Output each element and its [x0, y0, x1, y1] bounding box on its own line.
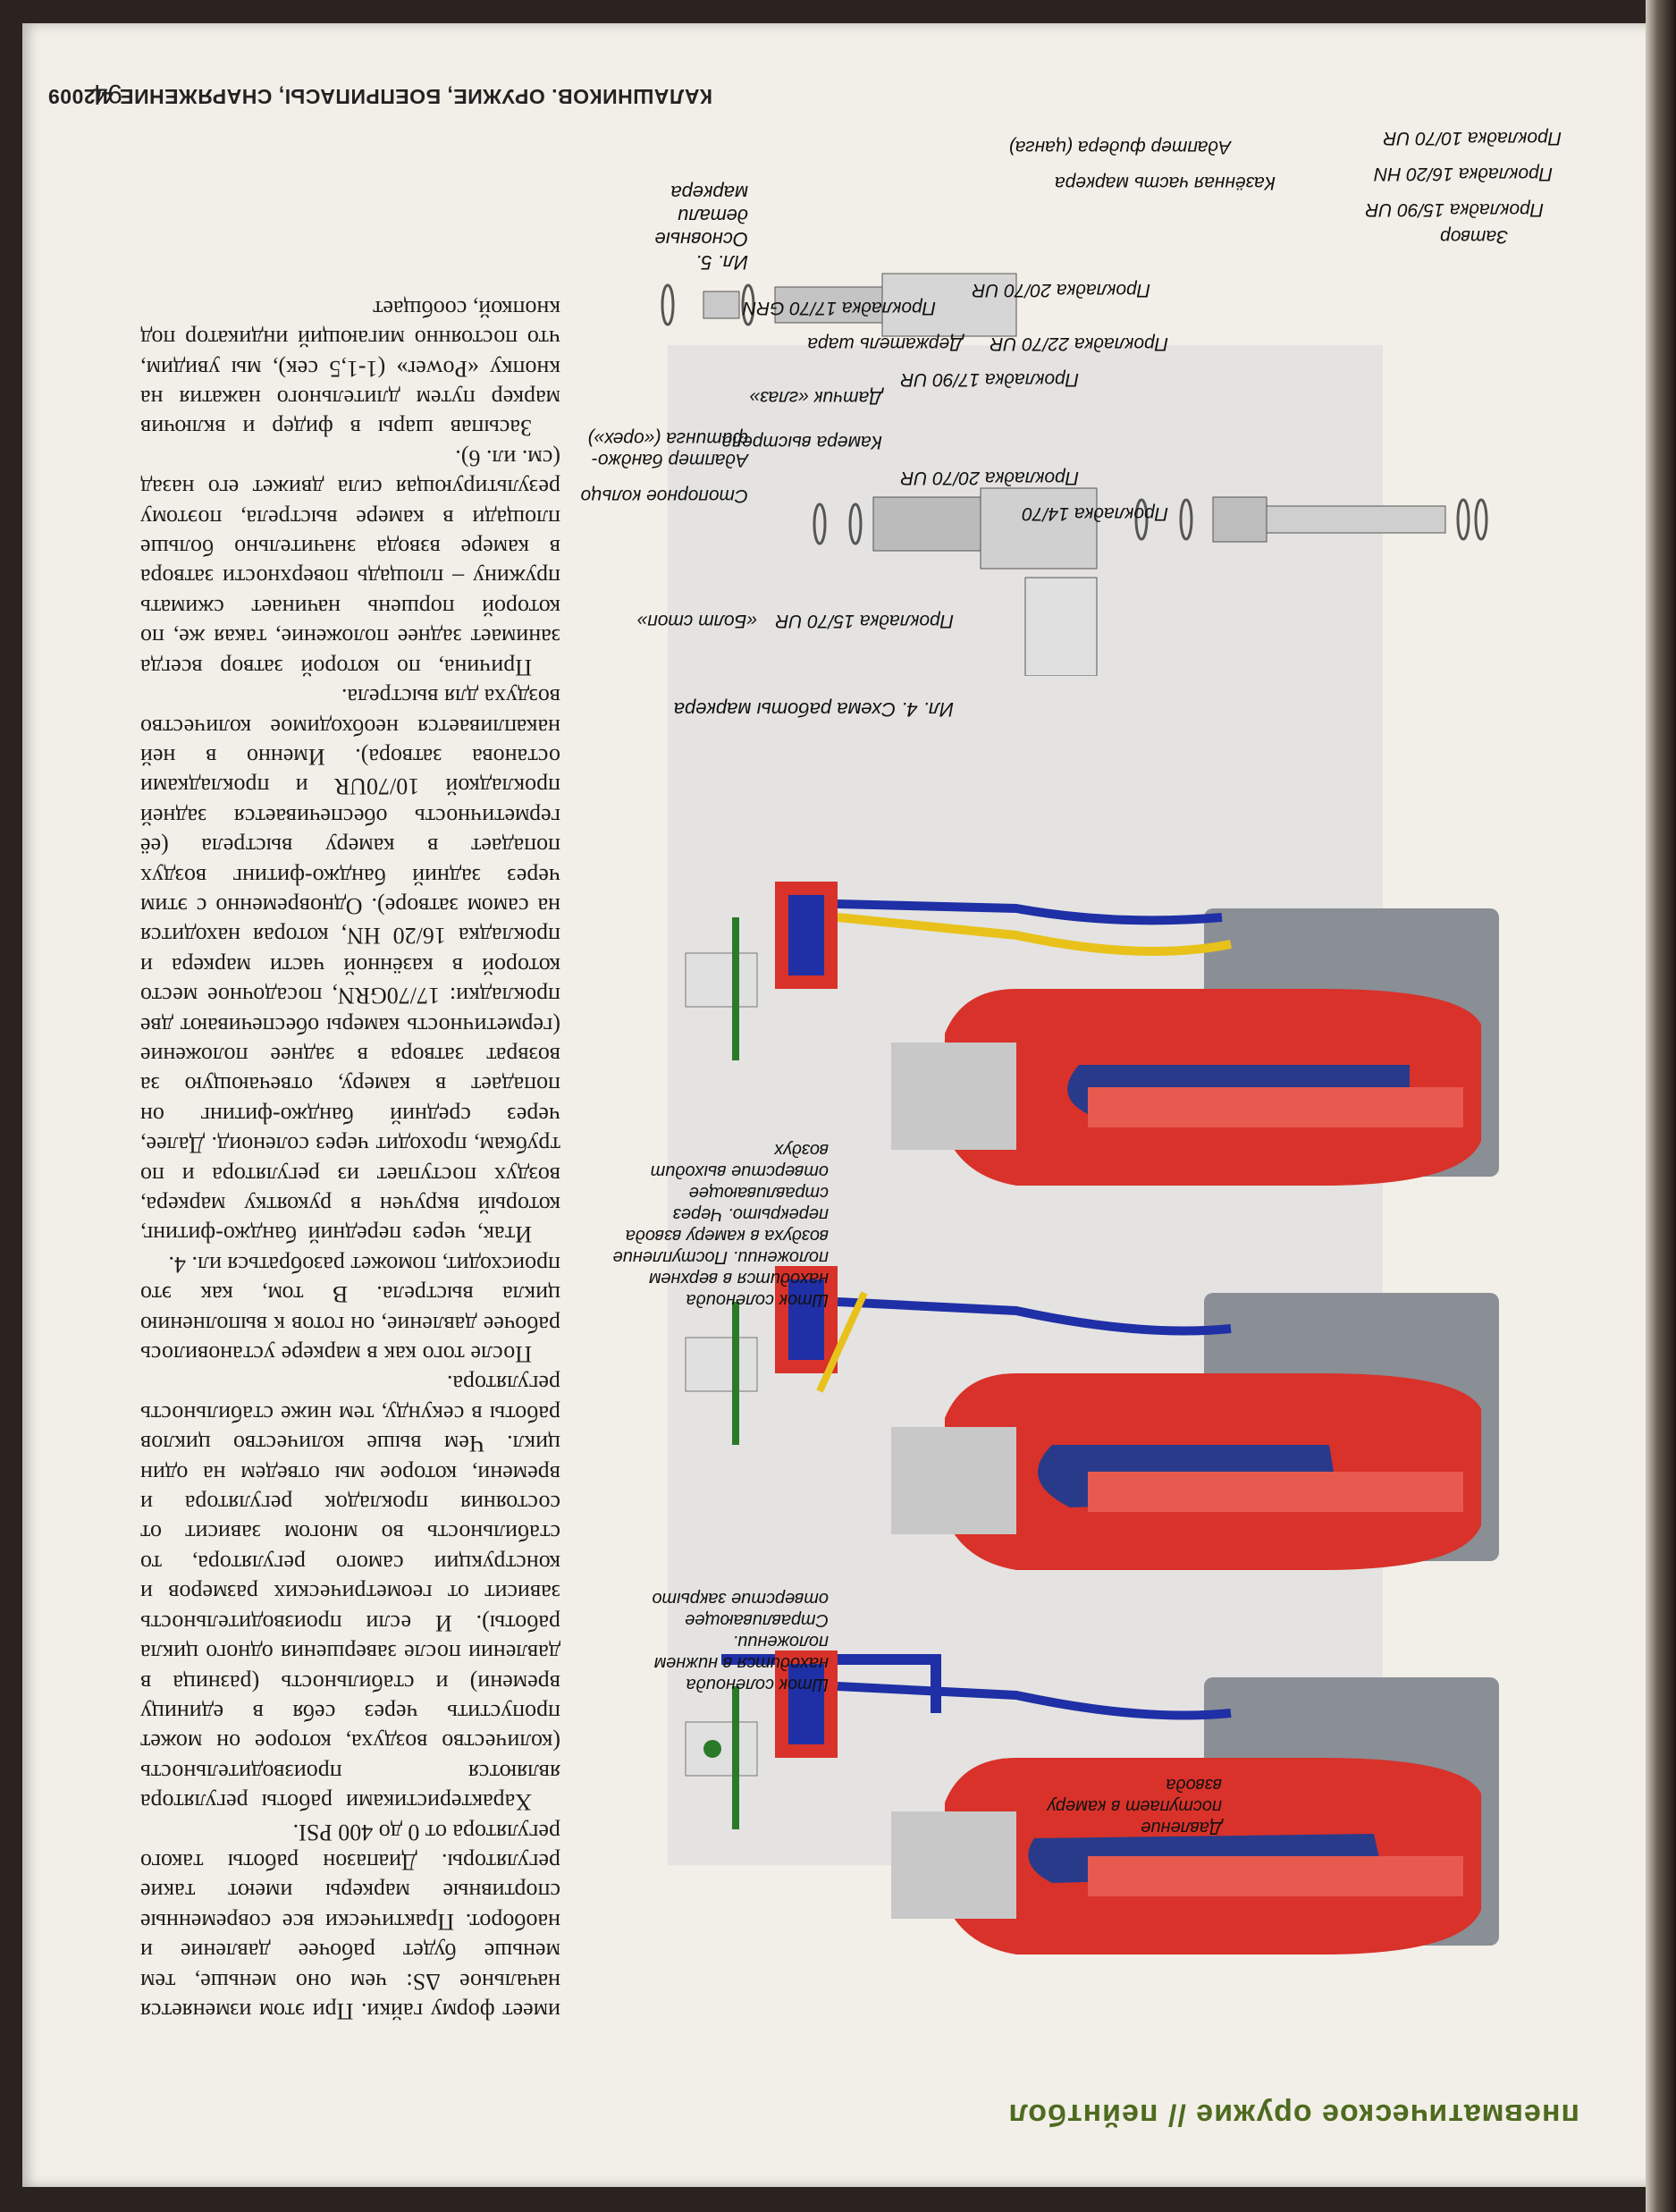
- article-paragraph: Причина, по которой затвор всегда занима…: [140, 444, 560, 680]
- part-label: Датчик «глаз»: [749, 387, 882, 408]
- part-label: Прокладка 22/70 UR: [990, 333, 1168, 354]
- section-title: пневматическое оружие // пейнтбол: [1007, 2098, 1579, 2132]
- marker-section-1: [685, 1651, 1499, 1954]
- part-label: Держатель шара: [807, 333, 963, 354]
- article-paragraph: Засыпав шары в фидер и включив маркер пу…: [140, 295, 560, 442]
- page-number: 94: [92, 79, 122, 108]
- part-label: Прокладка 17/70 GRN: [742, 298, 936, 318]
- part-label: Прокладка 20/70 UR: [972, 280, 1150, 300]
- feeder-adapter-part: [1024, 577, 1098, 676]
- marker-section-2: [685, 1266, 1499, 1570]
- state2-solenoid-note: Шток соленоида находится в верхнем полож…: [612, 1140, 829, 1310]
- state1-pressure-note: Давление поступает в камеру взвода: [1047, 1775, 1222, 1837]
- banjo-adapter-part: [703, 291, 740, 319]
- seal-rings: [661, 283, 1488, 545]
- part-label: «Болт стоп»: [636, 611, 757, 631]
- part-label: Прокладка 14/70: [1022, 503, 1168, 524]
- article-paragraph: имеет форму гайки. При этом изменяется н…: [140, 1819, 560, 2024]
- article-column: имеет форму гайки. При этом изменяется н…: [140, 293, 560, 2026]
- figure-4-caption: Ил. 4. Схема работы маркера: [673, 698, 954, 721]
- part-label: Прокладка 15/70 UR: [775, 611, 954, 631]
- part-label: Прокладка 17/90 UR: [900, 369, 1079, 390]
- part-label: Затвор: [1440, 226, 1508, 247]
- part-label: Прокладка 10/70 UR: [1383, 128, 1562, 148]
- part-label: Адаптер фидера (цанга): [1008, 137, 1231, 157]
- figure-5-diagram: [661, 273, 1488, 676]
- figure-4-diagram: [685, 882, 1499, 1954]
- magazine-page: пневматическое оружие // пейнтбол имеет …: [22, 23, 1651, 2187]
- part-label: Казённая часть маркера: [1054, 173, 1276, 193]
- article-paragraph: После того как в маркере установилось ра…: [140, 1251, 560, 1368]
- part-label: Камера выстрела: [721, 432, 882, 452]
- part-label: Прокладка 15/90 UR: [1365, 199, 1544, 220]
- part-label: Прокладка 16/20 HN: [1374, 164, 1553, 184]
- spine-shadow: [1646, 0, 1676, 2212]
- article-paragraph: Характеристиками работы регулятора являю…: [140, 1371, 560, 1816]
- bolt-part: [1212, 496, 1446, 543]
- article-paragraph: Итак, через передний банджо-фитинг, кото…: [140, 684, 560, 1248]
- state1-solenoid-note: Шток соленоида находится в нижнем положе…: [652, 1589, 829, 1694]
- part-label: Прокладка 20/70 UR: [900, 468, 1079, 488]
- firing-chamber-part: [774, 273, 1017, 337]
- journal-footer: КАЛАШНИКОВ. ОРУЖИЕ, БОЕПРИПАСЫ, СНАРЯЖЕН…: [47, 85, 712, 108]
- part-label: Стопорное кольцо: [580, 485, 748, 506]
- breech-part: [872, 487, 1098, 570]
- figure-5-caption: Ил. 5. Основные детали маркера: [654, 182, 748, 274]
- marker-section-3: [685, 882, 1499, 1186]
